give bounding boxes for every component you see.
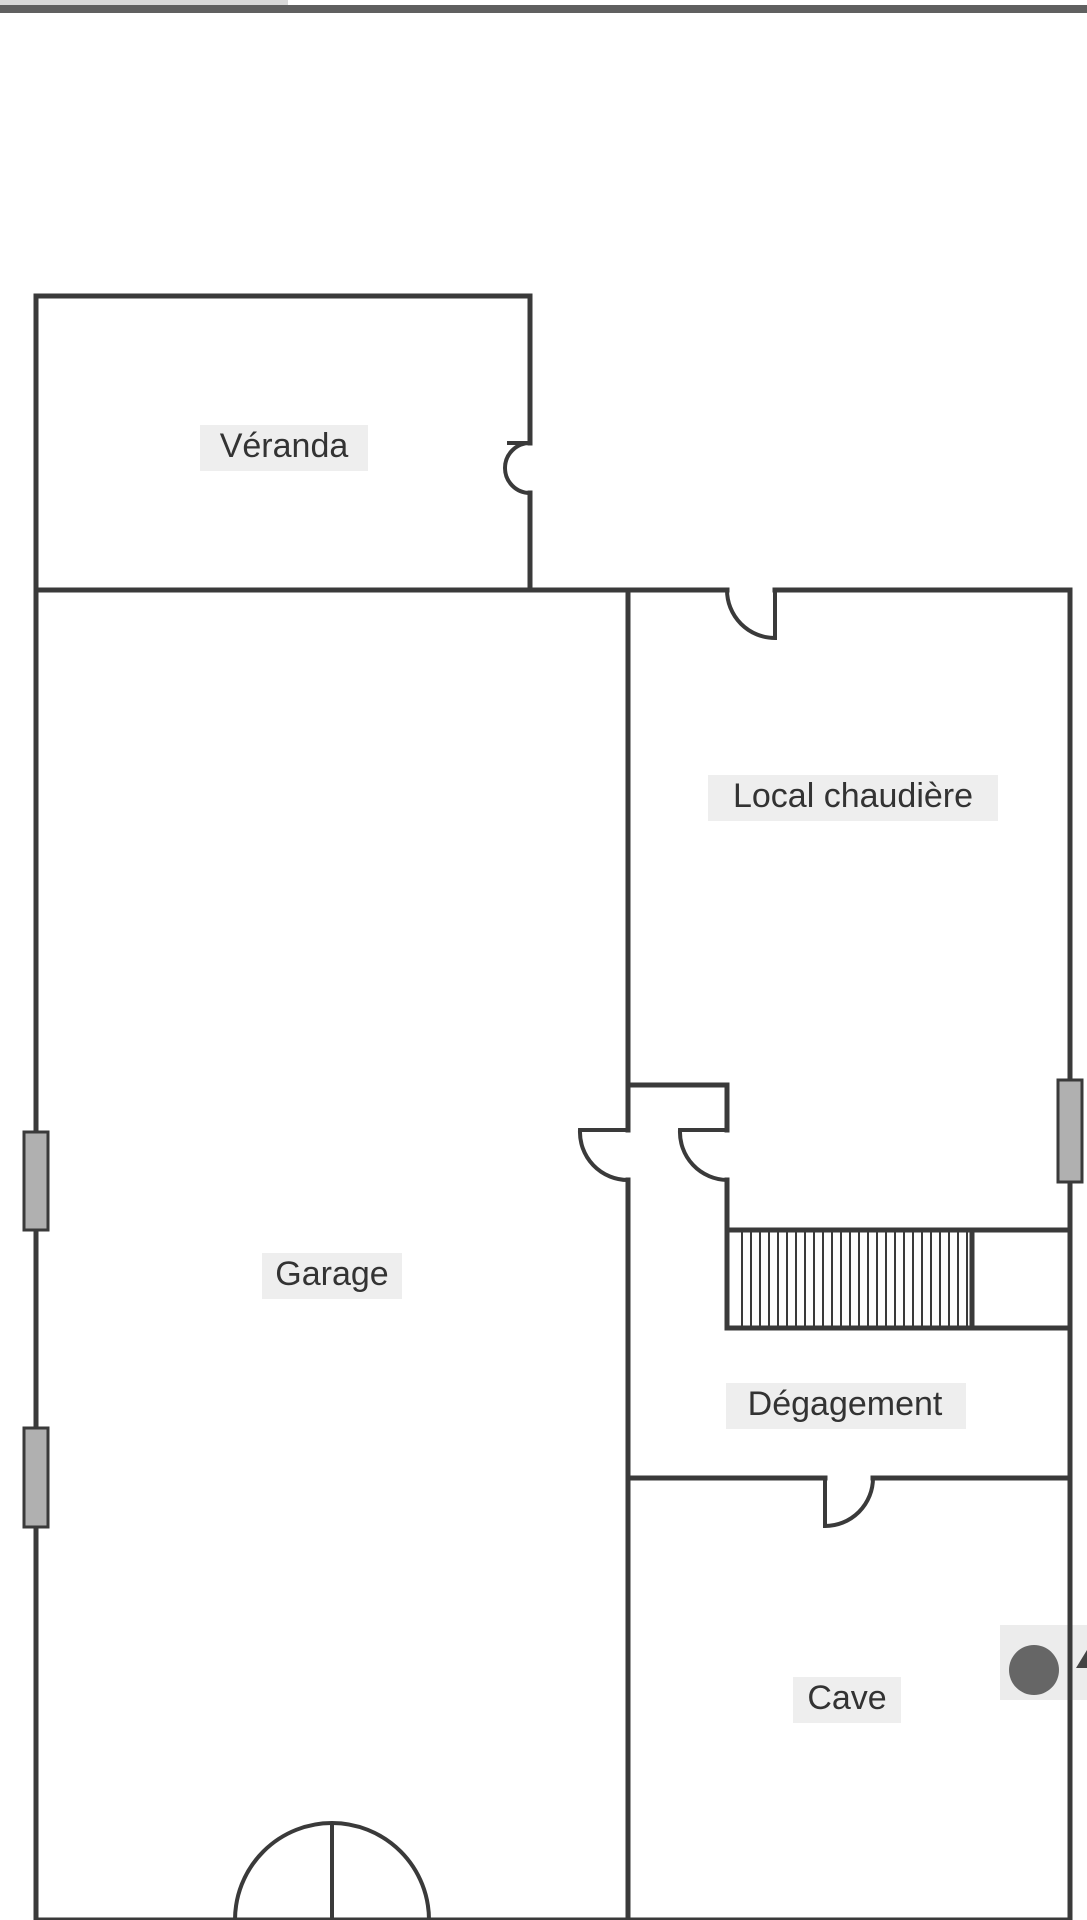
main-walls	[33, 587, 1073, 1920]
room-label-local-chaudiere: Local chaudière	[733, 777, 973, 815]
stair-door	[677, 1128, 728, 1182]
garage-door	[577, 1128, 629, 1183]
chaudiere-window	[1056, 1078, 1084, 1184]
arrow-icon	[1076, 1650, 1087, 1668]
marker-dot	[1009, 1645, 1059, 1695]
room-label-degagement: Dégagement	[748, 1385, 943, 1423]
chaudiere-door	[725, 589, 777, 641]
top-strip-light	[0, 0, 288, 6]
staircase	[741, 1227, 975, 1331]
room-label-veranda: Véranda	[220, 427, 349, 465]
garage-window-2	[22, 1426, 50, 1529]
garage-window-1	[22, 1130, 50, 1232]
room-label-garage: Garage	[275, 1255, 388, 1293]
veranda-door	[503, 441, 531, 495]
cave-door	[823, 1477, 875, 1529]
veranda-walls	[33, 293, 533, 593]
room-label-cave: Cave	[807, 1679, 886, 1717]
top-strip-wall	[0, 5, 1087, 13]
garage-entry-door	[233, 1821, 431, 1920]
